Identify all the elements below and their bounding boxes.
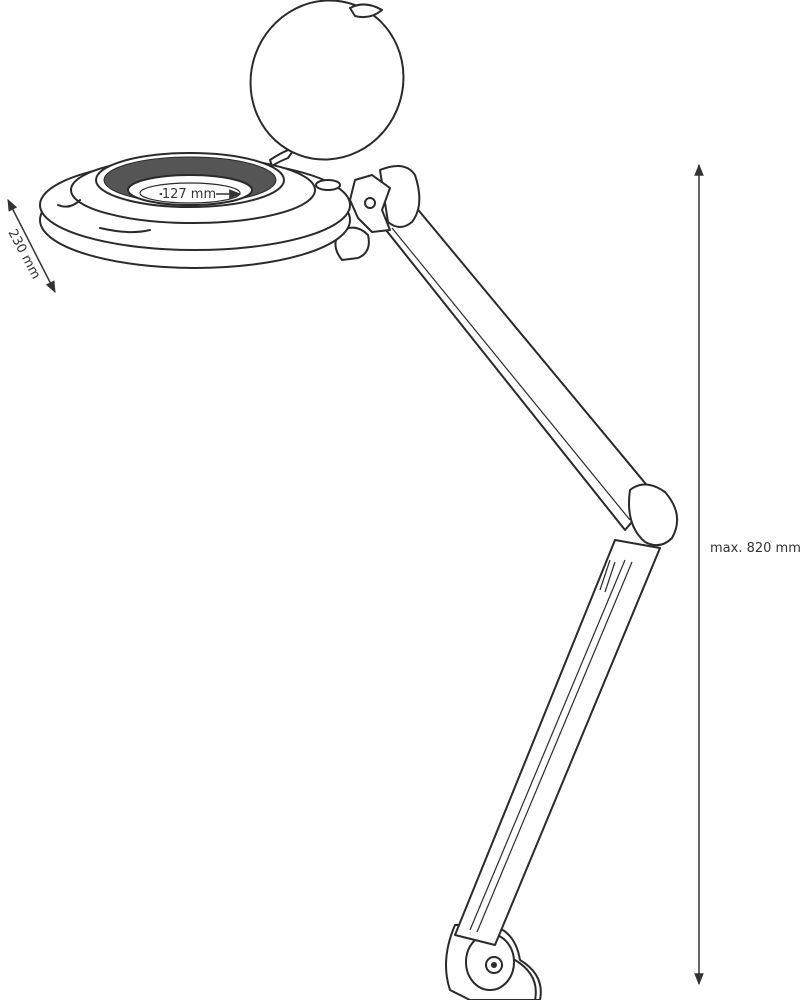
lower-arm	[454, 539, 661, 946]
elbow-joint	[628, 483, 679, 547]
upper-arm	[381, 199, 656, 531]
head-dimension-arrow	[7, 198, 56, 294]
head-joint	[334, 165, 421, 261]
base-clamp	[445, 924, 542, 1000]
lens-cover	[249, 0, 405, 167]
max-reach-label: max. 820 mm	[710, 541, 801, 556]
lamp-head	[39, 152, 351, 269]
lens-diameter-label: 127 mm	[162, 187, 216, 202]
head-diameter-label: 230 mm	[4, 227, 43, 282]
